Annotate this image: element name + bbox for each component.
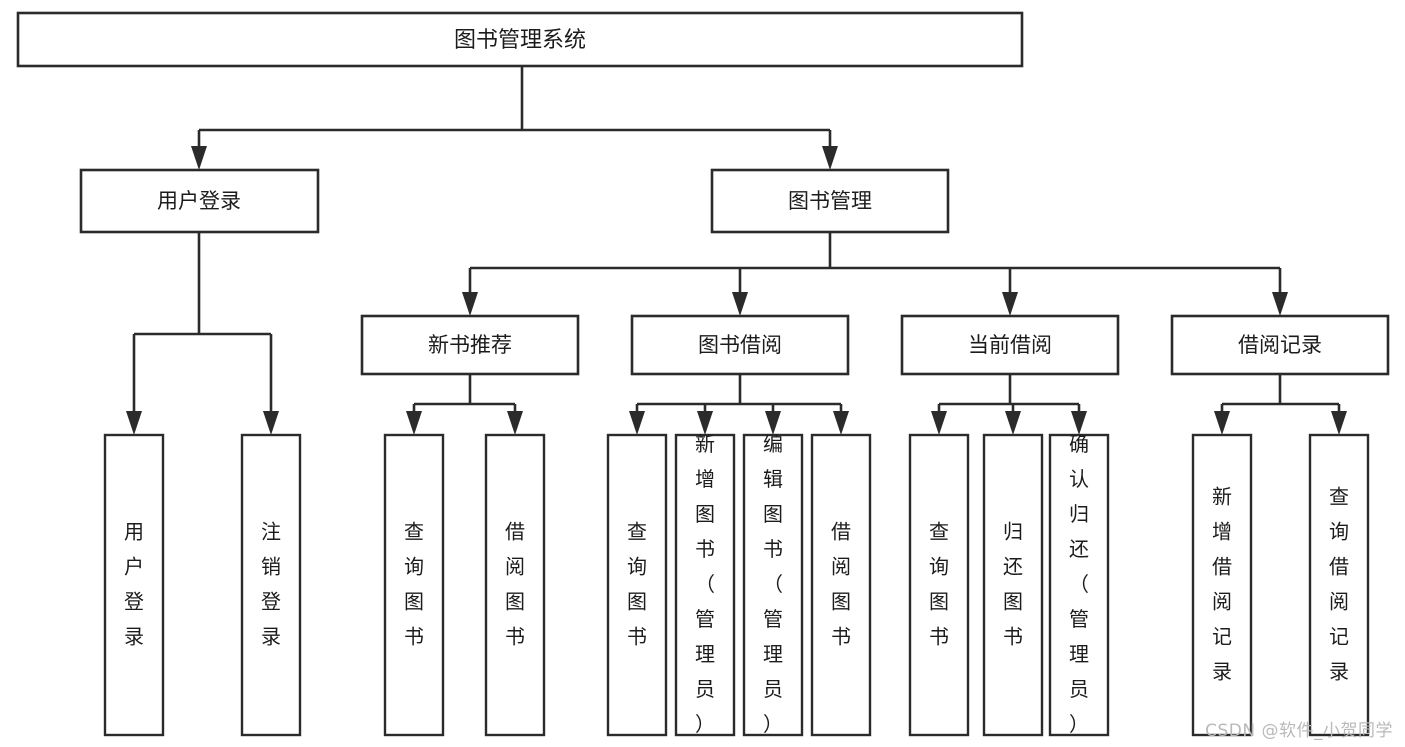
arrow-leaf-user-login	[126, 411, 142, 435]
leaf-borrow-book-brw[interactable]: 借阅图书	[810, 433, 872, 737]
arrow-to-borrow-record	[1272, 292, 1288, 316]
node-root-box[interactable]	[16, 11, 1024, 68]
leaf-add-book-box[interactable]	[674, 433, 736, 737]
node-new-book-rec[interactable]: 新书推荐	[360, 314, 580, 376]
arrow-to-current-borrow	[1002, 292, 1018, 316]
leaf-return-book-box[interactable]	[982, 433, 1044, 737]
leaf-query-record-box[interactable]	[1308, 433, 1370, 737]
leaf-logout-label: 注销登录	[261, 519, 281, 648]
leaf-borrow-book-rec[interactable]: 借阅图书	[484, 433, 546, 737]
arrow-leaf-query-book-brw	[629, 411, 645, 435]
node-user-login-label: 用户登录	[157, 189, 241, 213]
leaf-logout[interactable]: 注销登录	[240, 433, 302, 737]
leaf-confirm-return-label: 确认归还（管理员）	[1069, 432, 1089, 736]
arrow-leaf-query-record	[1331, 411, 1347, 435]
leaf-add-book[interactable]: 新增图书（管理员）	[674, 432, 736, 737]
arrow-to-user-login	[191, 146, 207, 170]
node-book-borrow-label: 图书借阅	[698, 333, 782, 357]
leaf-query-book-cur[interactable]: 查询图书	[908, 433, 970, 737]
node-borrow-record[interactable]: 借阅记录	[1170, 314, 1390, 376]
node-borrow-record-box[interactable]	[1170, 314, 1390, 376]
arrow-leaf-add-book	[697, 411, 713, 435]
leaf-user-login-box[interactable]	[103, 433, 165, 737]
leaf-node-layer: 用户登录 注销登录 查询图书 借阅图书 查询图书 新增图书（管理员） 编辑图书（管理员） 借阅…	[103, 432, 1370, 737]
leaf-return-book[interactable]: 归还图书	[982, 433, 1044, 737]
arrow-leaf-edit-book	[765, 411, 781, 435]
leaf-user-login[interactable]: 用户登录	[103, 433, 165, 737]
node-new-book-rec-box[interactable]	[360, 314, 580, 376]
connector-layer	[126, 66, 1347, 435]
arrow-leaf-borrow-book-rec	[507, 411, 523, 435]
leaf-query-book-rec[interactable]: 查询图书	[383, 433, 445, 737]
leaf-query-book-cur-label: 查询图书	[929, 519, 949, 648]
arrow-leaf-query-book-rec	[406, 411, 422, 435]
leaf-query-book-brw[interactable]: 查询图书	[606, 433, 668, 737]
leaf-query-book-brw-label: 查询图书	[627, 519, 647, 648]
leaf-borrow-book-rec-box[interactable]	[484, 433, 546, 737]
leaf-borrow-book-brw-label: 借阅图书	[831, 519, 851, 648]
leaf-query-book-rec-box[interactable]	[383, 433, 445, 737]
node-book-borrow[interactable]: 图书借阅	[630, 314, 850, 376]
leaf-add-record-label: 新增借阅记录	[1212, 484, 1232, 683]
leaf-borrow-book-brw-box[interactable]	[810, 433, 872, 737]
leaf-logout-box[interactable]	[240, 433, 302, 737]
leaf-edit-book-label: 编辑图书（管理员）	[763, 432, 783, 736]
leaf-return-book-label: 归还图书	[1003, 519, 1023, 648]
node-current-borrow-box[interactable]	[900, 314, 1120, 376]
leaf-add-record[interactable]: 新增借阅记录	[1191, 433, 1253, 737]
arrow-to-book-manage	[822, 146, 838, 170]
leaf-query-book-cur-box[interactable]	[908, 433, 970, 737]
node-user-login[interactable]: 用户登录	[79, 168, 320, 234]
arrow-leaf-logout	[263, 411, 279, 435]
node-current-borrow-label: 当前借阅	[968, 333, 1052, 357]
leaf-user-login-label: 用户登录	[124, 519, 144, 648]
node-user-login-box[interactable]	[79, 168, 320, 234]
leaf-query-record-label: 查询借阅记录	[1329, 484, 1349, 683]
leaf-add-book-label: 新增图书（管理员）	[695, 432, 715, 736]
node-new-book-rec-label: 新书推荐	[428, 333, 512, 357]
leaf-edit-book-box[interactable]	[742, 433, 804, 737]
arrow-to-book-borrow	[732, 292, 748, 316]
node-root[interactable]: 图书管理系统	[16, 11, 1024, 68]
arrow-leaf-confirm-return	[1071, 411, 1087, 435]
leaf-query-book-rec-label: 查询图书	[404, 519, 424, 648]
arrow-leaf-add-record	[1214, 411, 1230, 435]
arrow-leaf-return-book	[1005, 411, 1021, 435]
node-layer: 图书管理系统 用户登录 图书管理 新书推荐 图书借阅 当前借阅	[16, 11, 1390, 376]
leaf-borrow-book-rec-label: 借阅图书	[505, 519, 525, 648]
leaf-add-record-box[interactable]	[1191, 433, 1253, 737]
node-current-borrow[interactable]: 当前借阅	[900, 314, 1120, 376]
node-book-borrow-box[interactable]	[630, 314, 850, 376]
arrow-to-new-book-rec	[462, 292, 478, 316]
node-root-label: 图书管理系统	[454, 28, 586, 53]
node-book-manage[interactable]: 图书管理	[710, 168, 950, 234]
arrow-leaf-borrow-book-brw	[833, 411, 849, 435]
node-borrow-record-label: 借阅记录	[1238, 333, 1322, 357]
leaf-edit-book[interactable]: 编辑图书（管理员）	[742, 432, 804, 737]
node-book-manage-label: 图书管理	[788, 189, 872, 213]
leaf-query-record[interactable]: 查询借阅记录	[1308, 433, 1370, 737]
leaf-confirm-return[interactable]: 确认归还（管理员）	[1048, 432, 1110, 737]
arrow-leaf-query-book-cur	[931, 411, 947, 435]
node-book-manage-box[interactable]	[710, 168, 950, 234]
leaf-confirm-return-box[interactable]	[1048, 433, 1110, 737]
leaf-query-book-brw-box[interactable]	[606, 433, 668, 737]
